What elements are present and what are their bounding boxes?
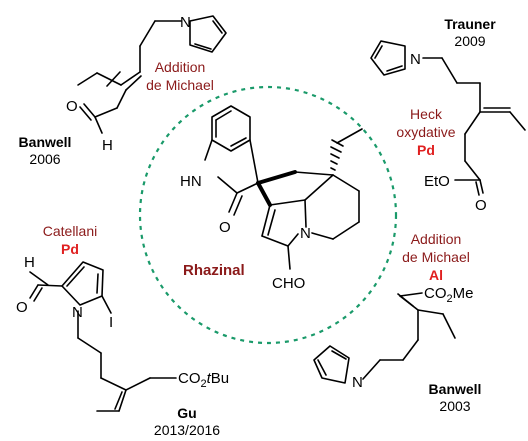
gu-metal: Pd <box>61 241 79 257</box>
banwell-2006-o-label: O <box>66 98 78 115</box>
gu-author: Gu <box>177 405 196 421</box>
trauner-2009-ester-label: EtO <box>424 173 450 190</box>
banwell-2006-author: Banwell <box>19 134 72 150</box>
gu-n-label: N <box>72 304 83 321</box>
banwell-2003-ester-co: CO <box>424 285 447 302</box>
gu-o-label: O <box>16 299 28 316</box>
target-circle <box>138 85 398 345</box>
banwell-2003-metal: Al <box>429 267 443 283</box>
rhazinal-n-label: N <box>300 225 311 242</box>
banwell-2006-structure <box>77 15 227 134</box>
banwell-2003-method-2: de Michael <box>402 249 470 265</box>
gu-ester-tail: tBu <box>207 370 230 387</box>
gu-ester-label: CO2tBu <box>178 370 229 390</box>
trauner-2009-o-label: O <box>475 197 487 214</box>
rhazinal-hn-label: HN <box>180 173 202 190</box>
trauner-2009-author: Trauner <box>444 16 496 32</box>
rhazinal-name: Rhazinal <box>183 262 245 279</box>
trauner-2009-metal: Pd <box>417 142 435 158</box>
rhazinal-structure <box>204 105 363 270</box>
gu-ester-co: CO <box>178 370 201 387</box>
butyl-suffix: Bu <box>211 370 229 387</box>
tert-prefix: t <box>207 370 212 387</box>
rhazinal-cho-label: CHO <box>272 275 305 292</box>
gu-h-label: H <box>24 254 35 271</box>
gu-ester-sub: 2 <box>201 378 207 390</box>
gu-structure <box>29 261 177 412</box>
banwell-2003-n-label: N <box>352 374 363 391</box>
gu-i-label: I <box>109 314 113 331</box>
banwell-2006-n-label: N <box>180 14 191 31</box>
banwell-2006-method-1: Addition <box>155 59 206 75</box>
banwell-2006-method-2: de Michael <box>146 77 214 93</box>
banwell-2003-ester-label: CO2Me <box>424 285 473 305</box>
gu-method-1: Catellani <box>43 223 97 239</box>
trauner-2009-method-1: Heck <box>410 106 443 122</box>
trauner-2009-year: 2009 <box>454 33 485 49</box>
trauner-2009-method-2: oxydative <box>396 124 455 140</box>
trauner-2009-structure <box>370 40 526 196</box>
trauner-2009-n-label: N <box>410 51 421 68</box>
hashed-wedge <box>330 139 344 171</box>
banwell-2003-structure <box>313 292 456 384</box>
rhazinal-o-label: O <box>219 219 231 236</box>
banwell-2006-h-label: H <box>102 137 113 154</box>
banwell-2003-method-1: Addition <box>411 231 462 247</box>
banwell-2003-ester-tail: Me <box>453 285 474 302</box>
banwell-2006-year: 2006 <box>29 151 60 167</box>
banwell-2003-author: Banwell <box>429 381 482 397</box>
banwell-2003-year: 2003 <box>439 398 470 414</box>
gu-year: 2013/2016 <box>154 422 220 438</box>
banwell-2003-ester-sub: 2 <box>447 293 453 305</box>
